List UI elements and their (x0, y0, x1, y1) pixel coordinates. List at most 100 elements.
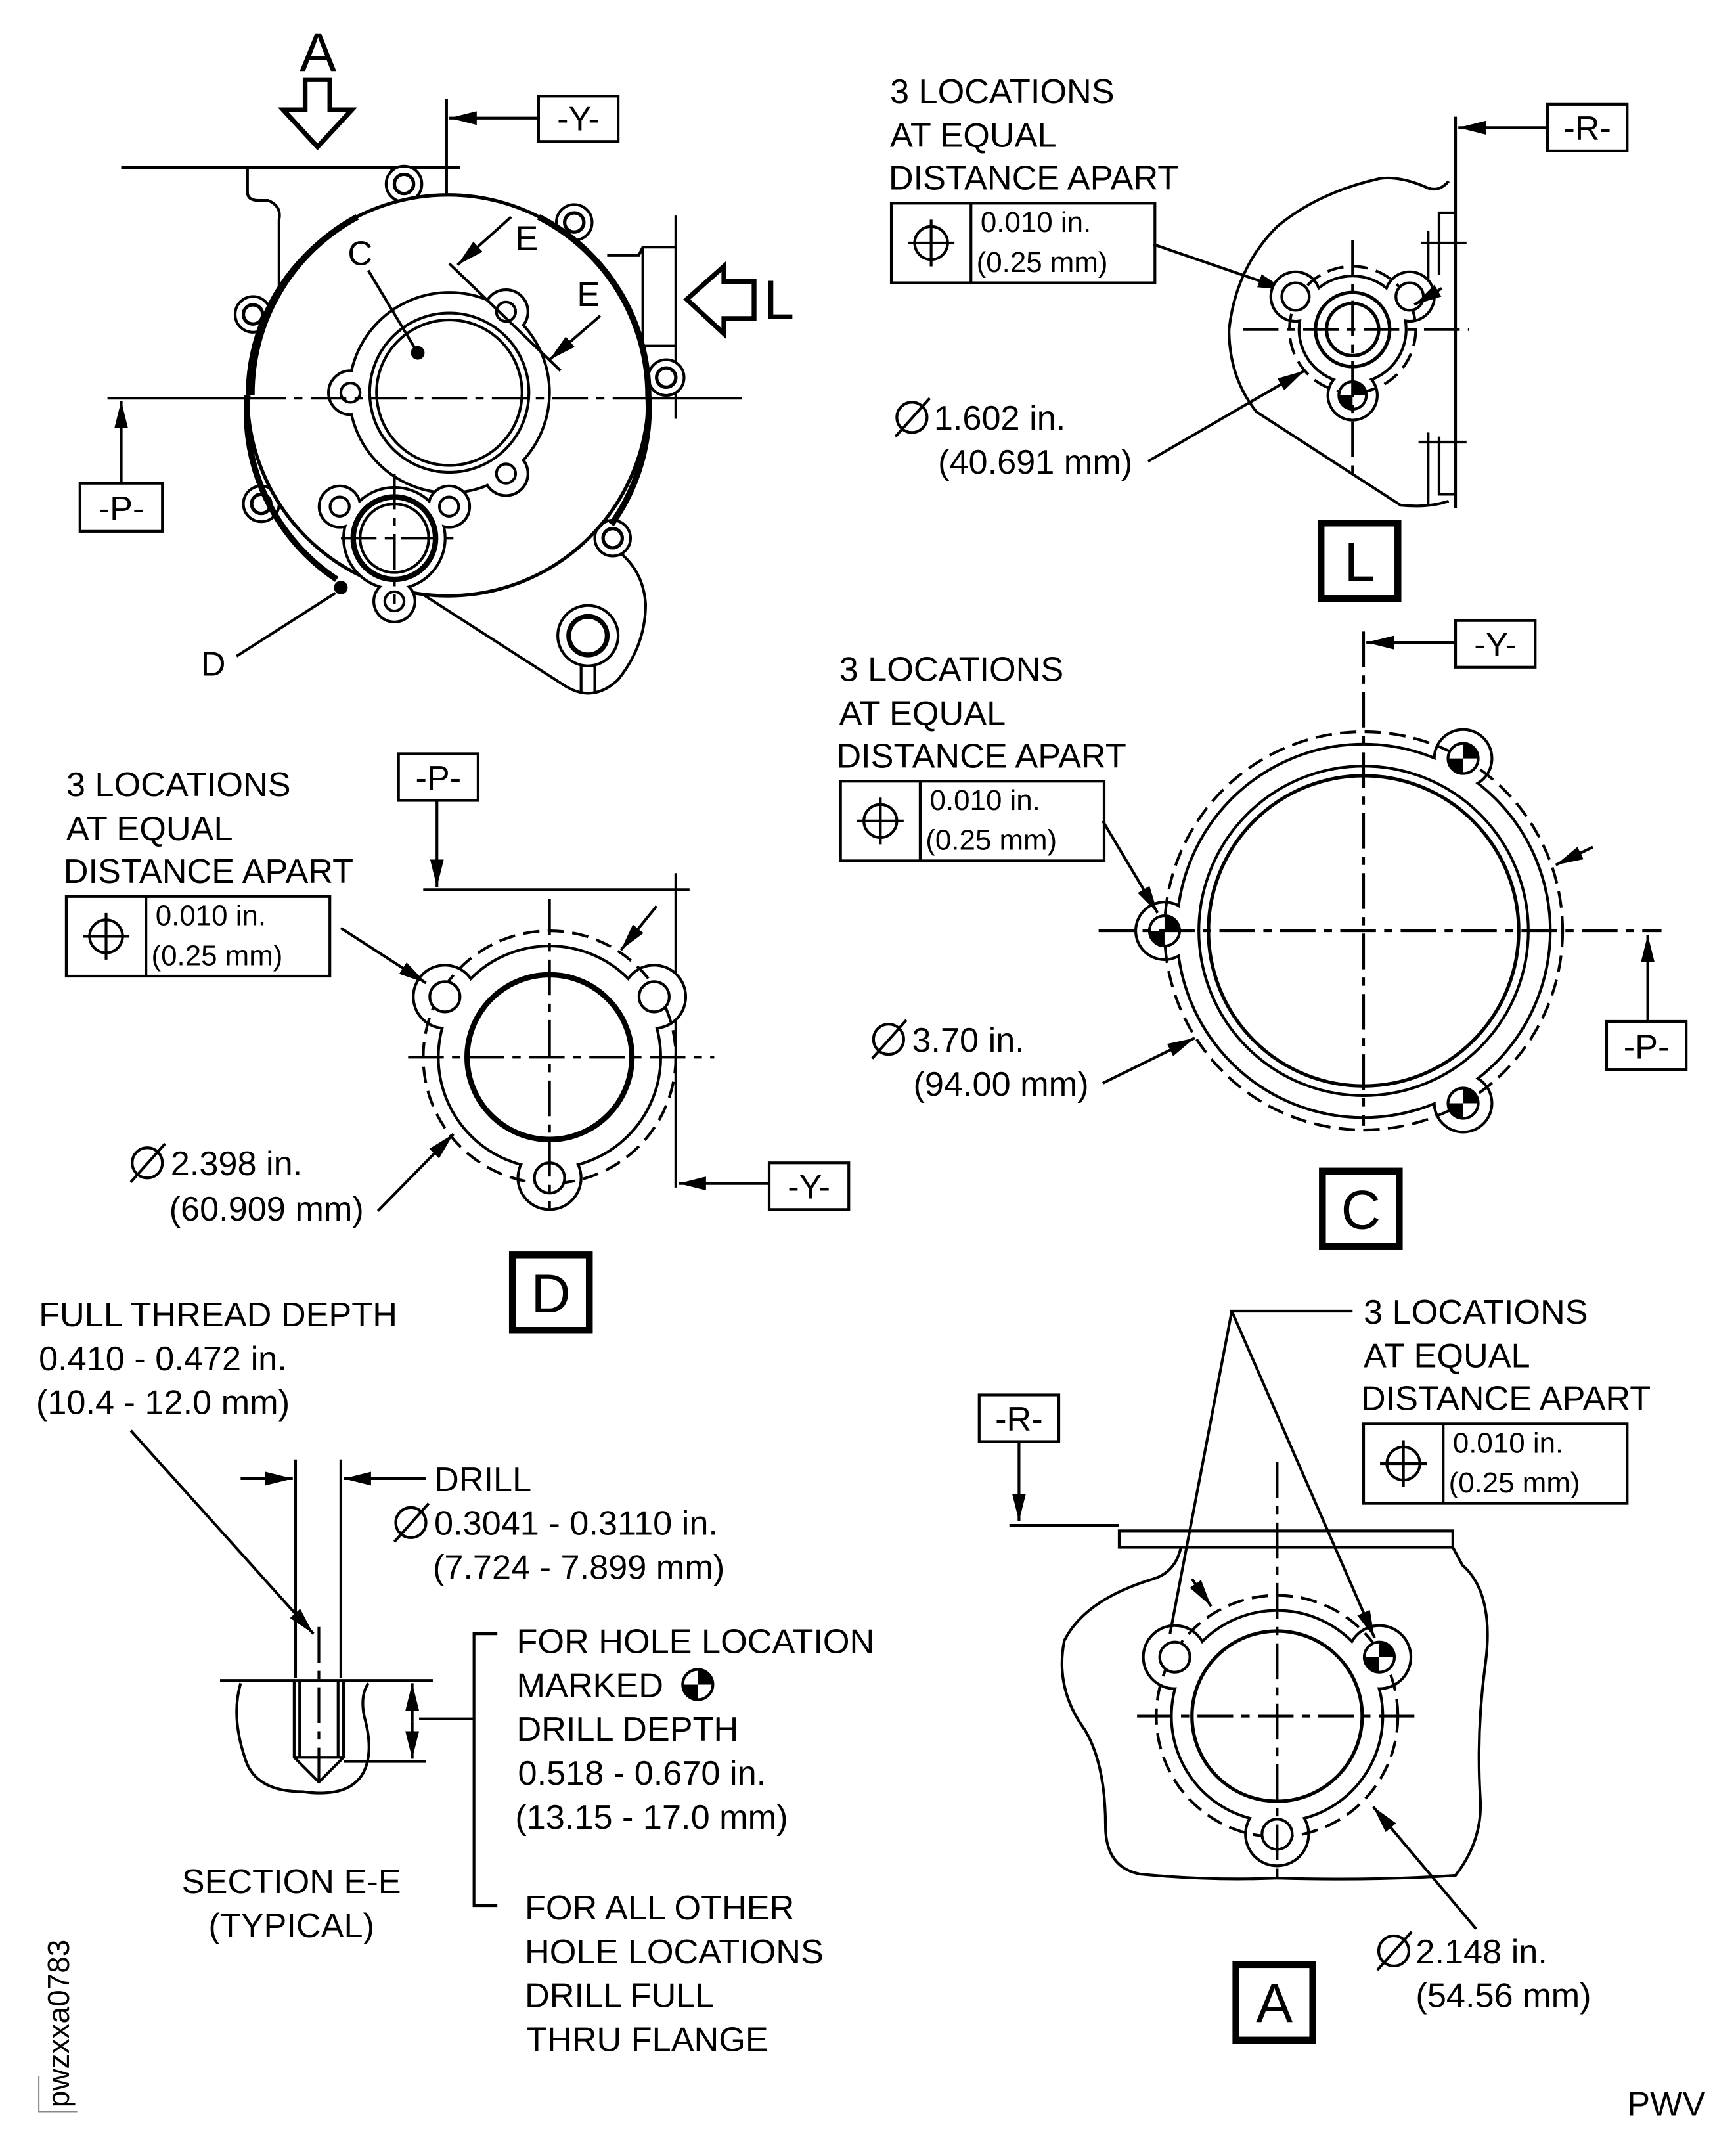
leader-d (235, 592, 336, 658)
drilled-hole (292, 1680, 426, 1784)
datum-r-label: -R- (1563, 110, 1611, 148)
marked-hole-symbol-icon (681, 1668, 715, 1701)
lug-boss (556, 604, 620, 667)
drill-label: DRILL (434, 1461, 531, 1499)
view-arrow-l-icon (683, 261, 757, 340)
datum-p-box (1605, 1019, 1688, 1071)
fcf-tolerance-mm: (0.25 mm) (152, 939, 283, 972)
label-e1: E (515, 219, 538, 258)
top-flange-outline (246, 167, 281, 355)
section-arrow-e2 (548, 315, 602, 361)
datum-p-box (78, 482, 164, 533)
section-break-outline (235, 1682, 370, 1795)
drill-in: 0.3041 - 0.3110 in. (434, 1505, 718, 1543)
feature-control-frame: 0.010 in.(0.25 mm) (1362, 1422, 1629, 1505)
note-line: 3 LOCATIONS (66, 766, 291, 804)
section-title: SECTION E-E (182, 1863, 401, 1901)
bolt-hole (1158, 1640, 1191, 1674)
fcf-tolerance-in: 0.010 in. (930, 784, 1040, 817)
leader-holes (1153, 243, 1286, 291)
feature-control-frame: 0.010 in.(0.25 mm) (839, 780, 1106, 862)
note-line: FOR HOLE LOCATION (516, 1623, 874, 1661)
diameter-icon (871, 1019, 908, 1060)
view-l: 3 LOCATIONS AT EQUAL DISTANCE APART 0.01… (889, 73, 1629, 602)
view-arrow-l-label: L (764, 269, 795, 330)
label-e2: E (577, 276, 600, 314)
view-label: A (1256, 1973, 1293, 2034)
section-arrow-e1 (456, 215, 512, 266)
fcf-tolerance-in: 0.010 in. (156, 900, 266, 932)
bore-circle (375, 318, 523, 467)
marked-hole-fill (1448, 1088, 1479, 1119)
view-label-box (1317, 520, 1402, 602)
lug-hole (566, 614, 610, 658)
datum-p-label: -P- (99, 490, 145, 528)
note-line: FOR ALL OTHER (525, 1889, 794, 1927)
note-line: DISTANCE APART (1361, 1379, 1651, 1418)
section-subtitle: (TYPICAL) (208, 1907, 374, 1945)
fcf-tolerance-mm: (0.25 mm) (977, 246, 1108, 279)
section-e-e: FULL THREAD DEPTH 0.410 - 0.472 in. (10.… (36, 1296, 874, 2059)
note-line: DISTANCE APART (64, 853, 353, 891)
note-line: DRILL FULL (525, 1977, 714, 2015)
view-label-box (1232, 1961, 1316, 2044)
datum-r-box (1546, 102, 1629, 152)
flange-face (350, 294, 548, 492)
view-label: C (1341, 1179, 1381, 1241)
note-line: AT EQUAL (839, 695, 1006, 733)
feature-control-frame: 0.010 in. (0.25 mm) (64, 895, 332, 978)
drawing-id: pwzxxa0783 (41, 1940, 76, 2108)
datum-y-box (537, 95, 620, 143)
datum-r-box (977, 1393, 1061, 1443)
fcf-tolerance-in: 0.010 in. (981, 206, 1091, 238)
bolt-hole (1280, 281, 1311, 312)
dia-leader (1147, 369, 1306, 463)
flange-l (1243, 240, 1469, 474)
bolt-boss-hole (562, 211, 586, 234)
note-line: 3 LOCATIONS (839, 651, 1064, 689)
position-icon (857, 797, 904, 845)
view-l-body-outline (1228, 176, 1450, 508)
view-label: D (531, 1263, 571, 1324)
marker-d-dot (334, 581, 348, 594)
datum-y-box (767, 1161, 851, 1211)
view-label-box (508, 1251, 593, 1334)
leader-holes (1230, 1309, 1376, 1639)
marked-hole-fill (682, 1669, 713, 1700)
position-icon (82, 912, 130, 960)
bolt-hole (428, 980, 462, 1014)
view-label: L (1344, 531, 1375, 593)
diameter-icon (393, 1502, 430, 1543)
note-line: 3 LOCATIONS (890, 73, 1115, 111)
note-line: (13.15 - 17.0 mm) (515, 1799, 788, 1837)
note-line: DISTANCE APART (889, 159, 1178, 197)
dia-mm: (40.691 mm) (938, 443, 1132, 482)
position-icon-cross (1380, 1440, 1427, 1487)
datum-y-label: -Y- (1474, 626, 1517, 664)
dia-in: 2.398 in. (171, 1145, 302, 1183)
leader-holes (1102, 820, 1159, 914)
dia-in: 2.148 in. (1415, 1933, 1547, 1971)
bolt-hole (1394, 281, 1425, 312)
lug-slot (579, 665, 596, 694)
note-line: AT EQUAL (890, 117, 1057, 155)
bore-circle (368, 311, 531, 474)
view-arrow-a-label: A (300, 22, 336, 83)
dia-in: 3.70 in. (912, 1021, 1024, 1060)
housing-rim (244, 214, 652, 582)
diameter-icon (129, 1142, 166, 1183)
position-icon-cross (908, 219, 955, 267)
label-d: D (201, 645, 226, 683)
datum-y-label: -Y- (788, 1169, 830, 1207)
bolt-boss-hole (392, 172, 416, 196)
diameter-icon (1376, 1931, 1413, 1971)
note-line: HOLE LOCATIONS (525, 1933, 824, 1971)
datum-r-label: -R- (995, 1400, 1043, 1439)
dia-leader (1372, 1806, 1477, 1930)
note-line: 3 LOCATIONS (1364, 1293, 1588, 1332)
bolt-boss-hole (655, 366, 678, 390)
view-c: 3 LOCATIONS AT EQUAL DISTANCE APART 0.01… (836, 619, 1688, 1250)
bolt-boss-hole (241, 303, 265, 326)
label-c: C (347, 235, 372, 273)
note-line: MARKED (516, 1667, 663, 1705)
